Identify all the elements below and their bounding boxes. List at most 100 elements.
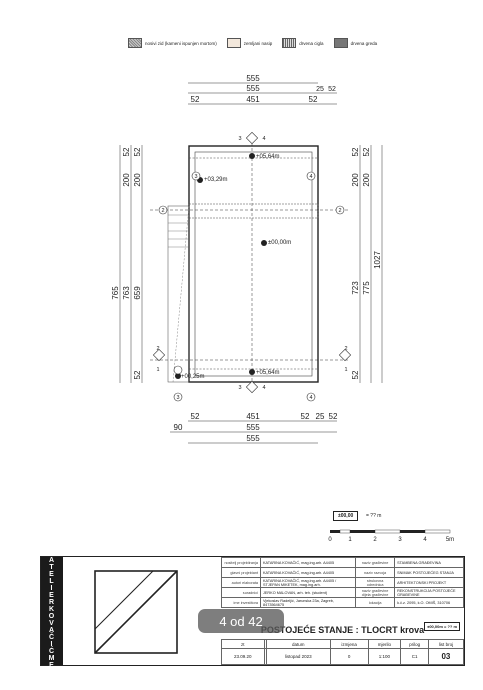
info-value: STAMBENA GRAĐEVINA	[394, 557, 464, 568]
dim-label: 763	[122, 286, 131, 300]
dim-label: 723	[351, 281, 360, 295]
info-value: KATARINA KOVAČIĆ, mag.ing.arh. A4405	[259, 557, 357, 568]
elevation-reference-box: ±00,00	[333, 511, 359, 521]
dim-label: 52	[122, 147, 131, 156]
dim-label: 200	[351, 173, 360, 187]
meta-header	[263, 638, 267, 650]
scale-tick-label: 1	[348, 537, 352, 543]
dim-label: 52	[301, 412, 310, 421]
dim-label: 775	[362, 281, 371, 295]
dim-label: 52	[133, 147, 142, 156]
dim-label: 25	[316, 86, 324, 93]
brand-letter: T	[49, 564, 55, 571]
meta-value: C1	[400, 648, 429, 665]
axis-label: 2	[156, 346, 159, 352]
info-label: ime investitora	[221, 597, 261, 608]
brand-letter: E	[49, 662, 55, 669]
dim-label: 451	[246, 412, 260, 421]
axis-label: 4	[309, 395, 312, 401]
scale-tick-label: 3	[398, 537, 402, 543]
dim-label: 52	[191, 95, 200, 104]
axis-label: 3	[194, 174, 197, 180]
elevation-reference-value: = ?? m	[366, 513, 382, 519]
meta-value: 23.09.20	[221, 648, 265, 665]
axis-label: 4	[262, 385, 265, 391]
dim-label: 25	[316, 412, 325, 421]
scale-tick-label: 2	[373, 537, 377, 543]
brand-letter: A	[48, 627, 56, 634]
axis-label: 1	[344, 367, 347, 373]
atelier-logo	[94, 570, 178, 654]
info-label: naziv razvoja	[355, 567, 396, 578]
sheet-title-text: POSTOJEĆE STANJE : TLOCRT krova	[260, 624, 425, 635]
brand-letter: I	[50, 641, 54, 648]
info-value: SNIMAK POSTOJEĆEG STANJA	[394, 567, 464, 578]
info-label: strukovna odrednica	[355, 577, 396, 588]
meta-value: 0	[329, 648, 369, 665]
legend-item: drvena greda	[333, 38, 378, 48]
info-value: KATARINA KOVAČIĆ, mag.ing.arh. A4405	[259, 567, 357, 578]
brand-letter: I	[50, 585, 54, 592]
meta-value: listopad 2023	[265, 648, 331, 665]
info-label: nositelj projektiranja	[221, 557, 261, 568]
info-label: suradnici	[221, 587, 261, 598]
dim-label: 555	[246, 423, 260, 432]
dim-label: 52	[351, 147, 360, 156]
brand-letter: T	[49, 669, 55, 676]
info-value: ARHITEKTONSKI PROJEKT	[394, 577, 464, 588]
dim-label: 52	[362, 147, 371, 156]
scale-tick-label: 4	[423, 537, 427, 543]
info-label: glavni projektant	[221, 567, 261, 578]
dim-label: 52	[309, 95, 318, 104]
side-annex	[167, 205, 190, 383]
meta-header: prilog	[400, 638, 429, 650]
axis-label: 4	[262, 136, 265, 142]
axis-label: 3	[238, 136, 241, 142]
dim-label: 200	[133, 173, 142, 187]
meta-value: 03	[427, 648, 465, 665]
level-label: ±00,00m	[268, 240, 291, 246]
level-marker	[249, 369, 255, 375]
scale-tick-label: 5m	[446, 537, 454, 543]
brick-swatch	[282, 38, 297, 48]
dim-label: 659	[133, 286, 142, 300]
dim-label: 52	[133, 370, 142, 379]
axis-label: 2	[338, 208, 341, 214]
legend: nosivi zid (kameni ispunjen mortom) zeml…	[128, 38, 377, 48]
level-marker	[249, 153, 255, 159]
legend-label: drvena greda	[350, 40, 378, 46]
axis-label: 4	[309, 174, 312, 180]
scale-tick-label: 0	[328, 537, 332, 543]
meta-header: list broj	[427, 638, 465, 650]
axis-label: 3	[238, 385, 241, 391]
dim-label: 765	[111, 286, 120, 300]
legend-label: nosivi zid (kameni ispunjen mortom)	[145, 40, 217, 46]
info-value: k.č.z. 2095, k.O. OMIŠ, 310706	[394, 597, 464, 608]
info-value: REKONSTRUKCIJA POSTOJEĆE GRAĐEVINE	[394, 587, 464, 598]
level-marker	[175, 373, 181, 379]
inner-wall	[194, 151, 313, 377]
elevation-badge: ±00,00m = ?? m	[424, 622, 460, 631]
beam-swatch	[333, 38, 348, 48]
info-label: naziv građevine	[355, 557, 396, 568]
legend-label: drvena cigla	[299, 40, 324, 46]
level-marker	[261, 240, 267, 246]
brand-letter: E	[49, 592, 55, 599]
axis-label: 3	[176, 395, 179, 401]
dim-label: 52	[328, 86, 336, 93]
brand-letter: R	[48, 599, 56, 606]
dim-label: 52	[351, 370, 360, 379]
brand-letter: Ć	[48, 648, 56, 655]
dim-label: 451	[246, 95, 260, 104]
axis-label: 2	[161, 208, 164, 214]
meta-header: mjerilo	[367, 638, 402, 650]
meta-value: 1:100	[367, 648, 402, 665]
ridge-beam	[188, 203, 319, 219]
brand-letter: A	[48, 557, 56, 564]
